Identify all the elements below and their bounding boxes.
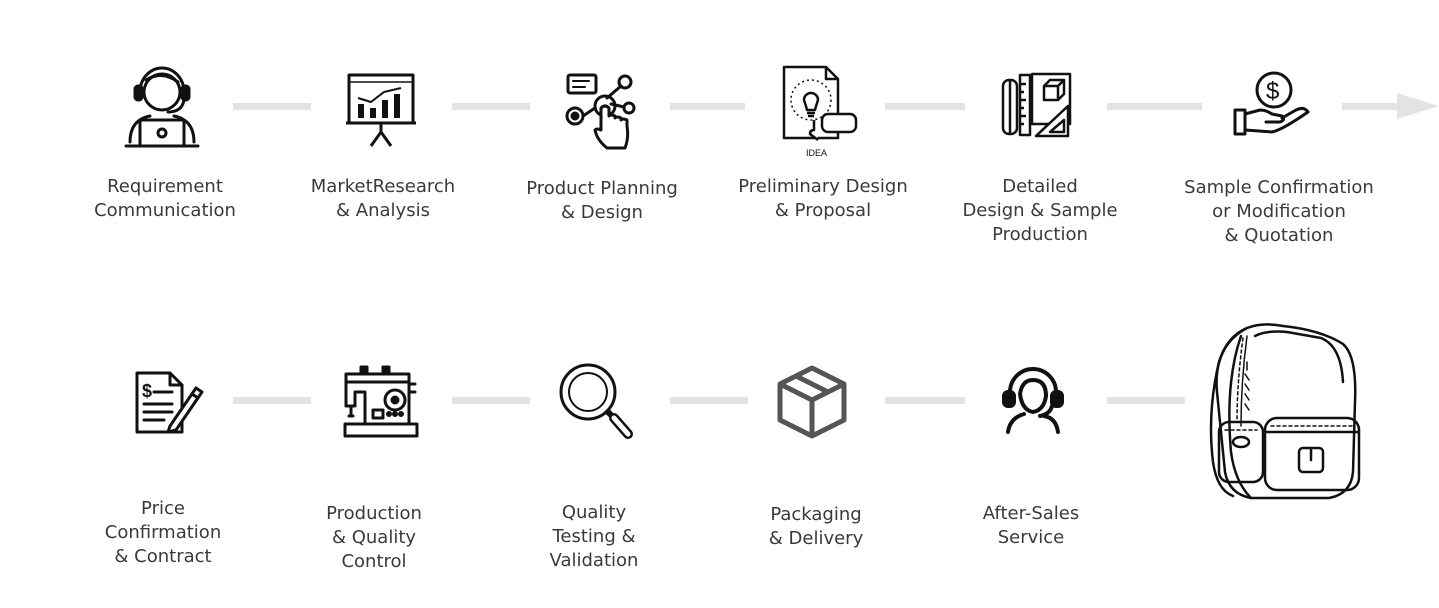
connector: [233, 103, 311, 110]
connector: [1107, 397, 1185, 404]
step-label: Detailed Design & Sample Production: [962, 176, 1118, 245]
step-label: Quality Testing & Validation: [549, 502, 639, 571]
touch-network-icon: [563, 72, 636, 154]
headset-laptop-icon: [120, 62, 204, 154]
contract-pen-icon: $: [134, 370, 204, 440]
step-label: After-Sales Service: [982, 503, 1080, 548]
step-label: Packaging & Delivery: [768, 504, 864, 549]
package-box-icon: [776, 364, 848, 444]
magnifier-icon: [558, 362, 634, 444]
svg-text:$: $: [142, 381, 152, 401]
backpack-illustration: [1203, 322, 1363, 506]
presentation-chart-icon: [346, 72, 416, 152]
idea-bulb-document-icon: IDEA: [780, 64, 860, 164]
sewing-machine-icon: [343, 365, 419, 444]
connector: [885, 397, 965, 404]
connector-arrow-shaft: [1342, 103, 1397, 110]
connector: [670, 103, 745, 110]
step-label: Price Confirmation & Contract: [104, 498, 222, 567]
connector: [452, 103, 530, 110]
connector: [233, 397, 311, 404]
svg-text:$: $: [1266, 78, 1279, 105]
support-agent-icon: [1000, 364, 1066, 438]
connector: [452, 397, 530, 404]
connector: [885, 103, 965, 110]
connector: [1107, 103, 1202, 110]
step-label: MarketResearch & Analysis: [310, 176, 456, 221]
step-label: Requirement Communication: [94, 176, 236, 221]
step-label: Product Planning & Design: [526, 178, 678, 223]
step-label: Sample Confirmation or Modification & Qu…: [1184, 177, 1374, 246]
step-label: Preliminary Design & Proposal: [738, 176, 908, 221]
drafting-tools-icon: [1000, 70, 1074, 144]
arrow-head: [1397, 93, 1439, 119]
step-label: Production & Quality Control: [326, 503, 422, 572]
dollar-hand-icon: $: [1232, 70, 1312, 142]
idea-caption: IDEA: [806, 148, 827, 158]
connector: [670, 397, 748, 404]
